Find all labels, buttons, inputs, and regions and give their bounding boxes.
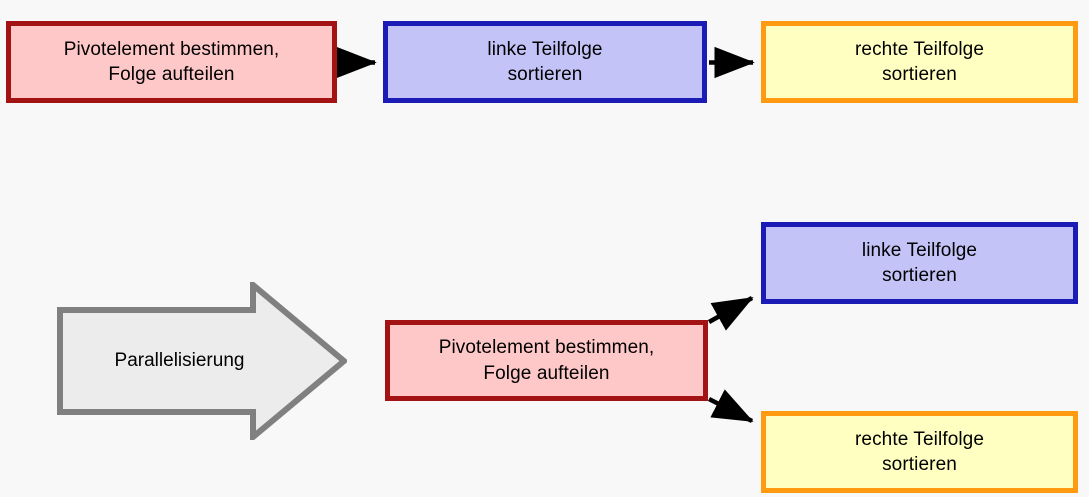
node-parallel-sort-left[interactable]: linke Teilfolge sortieren xyxy=(761,222,1078,304)
parallelisierung-label: Parallelisierung xyxy=(114,350,245,371)
node-sequential-sort-left[interactable]: linke Teilfolge sortieren xyxy=(383,21,707,103)
node-parallel-sort-right[interactable]: rechte Teilfolge sortieren xyxy=(761,411,1078,493)
parallelisierung-block-arrow xyxy=(57,282,347,440)
connector-bottom-pivot-to-left xyxy=(707,296,754,331)
node-sequential-pivot[interactable]: Pivotelement bestimmen, Folge aufteilen xyxy=(6,21,337,103)
connector-bottom-pivot-to-right xyxy=(707,389,754,424)
node-sequential-sort-right[interactable]: rechte Teilfolge sortieren xyxy=(761,21,1078,103)
node-parallel-pivot[interactable]: Pivotelement bestimmen, Folge aufteilen xyxy=(385,320,708,401)
